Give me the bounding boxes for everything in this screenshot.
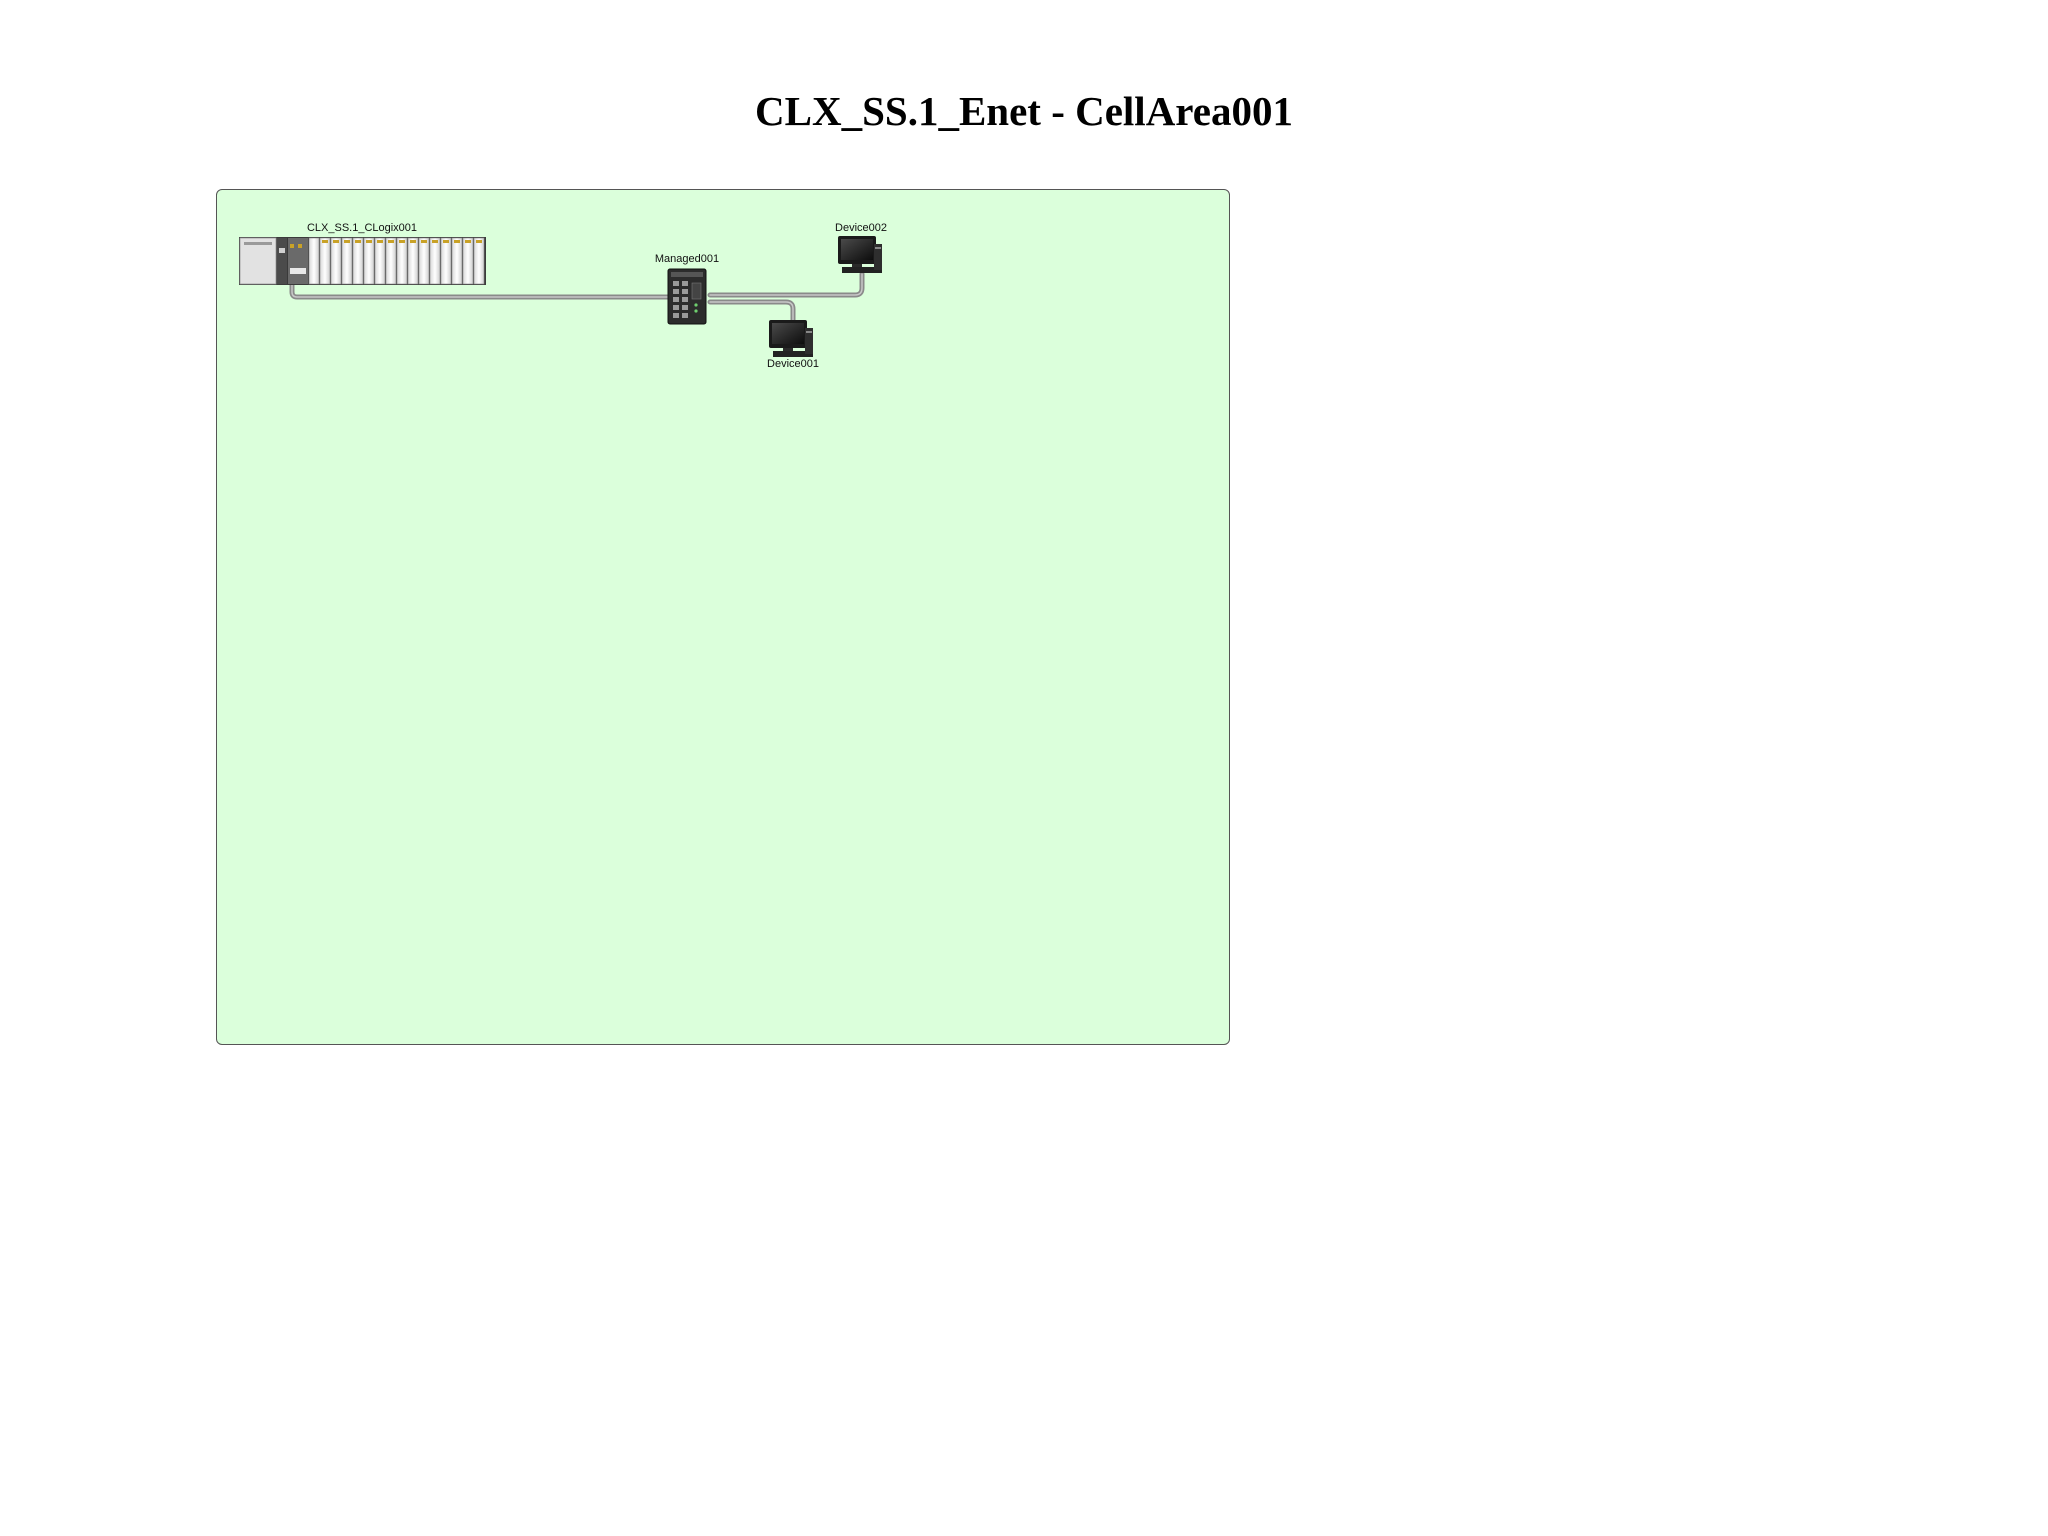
managed-switch-icon xyxy=(667,268,707,325)
io-module-slot xyxy=(418,237,430,285)
controller-label: CLX_SS.1_CLogix001 xyxy=(306,222,418,234)
chassis-io-slots xyxy=(319,237,485,285)
io-module-status-strip xyxy=(476,240,482,243)
io-module-status-strip xyxy=(388,240,394,243)
switch-label: Managed001 xyxy=(654,253,720,265)
io-module-slot xyxy=(330,237,342,285)
io-module-slot xyxy=(451,237,463,285)
io-module-slot xyxy=(363,237,375,285)
io-module-status-strip xyxy=(377,240,383,243)
io-module-status-strip xyxy=(454,240,460,243)
page-title: CLX_SS.1_Enet - CellArea001 xyxy=(755,88,1293,134)
io-module-status-strip xyxy=(366,240,372,243)
cable-controller-to-switch xyxy=(289,280,671,300)
io-module-slot xyxy=(374,237,386,285)
io-module-status-strip xyxy=(333,240,339,243)
device002-node[interactable] xyxy=(838,236,882,273)
io-module-slot xyxy=(440,237,452,285)
io-module-slot xyxy=(407,237,419,285)
computer-workstation-icon xyxy=(769,320,813,357)
io-module-status-strip xyxy=(443,240,449,243)
computer-workstation-icon xyxy=(838,236,882,273)
io-module-slot xyxy=(473,237,485,285)
ethernet-cables xyxy=(289,271,865,325)
io-module-status-strip xyxy=(465,240,471,243)
io-module-slot xyxy=(429,237,441,285)
device002-label: Device002 xyxy=(835,222,887,234)
io-module-slot xyxy=(341,237,353,285)
controller-node[interactable] xyxy=(239,237,486,285)
io-module-status-strip xyxy=(322,240,328,243)
io-module-status-strip xyxy=(399,240,405,243)
io-module-slot xyxy=(396,237,408,285)
device001-node[interactable] xyxy=(769,320,813,357)
cell-area-zone[interactable] xyxy=(216,189,1230,1045)
io-module-slot xyxy=(462,237,474,285)
io-module-status-strip xyxy=(344,240,350,243)
cable-switch-to-device002 xyxy=(707,271,865,298)
io-module-status-strip xyxy=(421,240,427,243)
io-module-status-strip xyxy=(355,240,361,243)
io-module-slot xyxy=(319,237,331,285)
device001-label: Device001 xyxy=(767,358,819,370)
switch-node[interactable] xyxy=(668,269,706,324)
io-module-status-strip xyxy=(432,240,438,243)
io-module-slot xyxy=(352,237,364,285)
io-module-status-strip xyxy=(410,240,416,243)
io-module-slot xyxy=(385,237,397,285)
cable-switch-to-device001 xyxy=(707,299,796,325)
